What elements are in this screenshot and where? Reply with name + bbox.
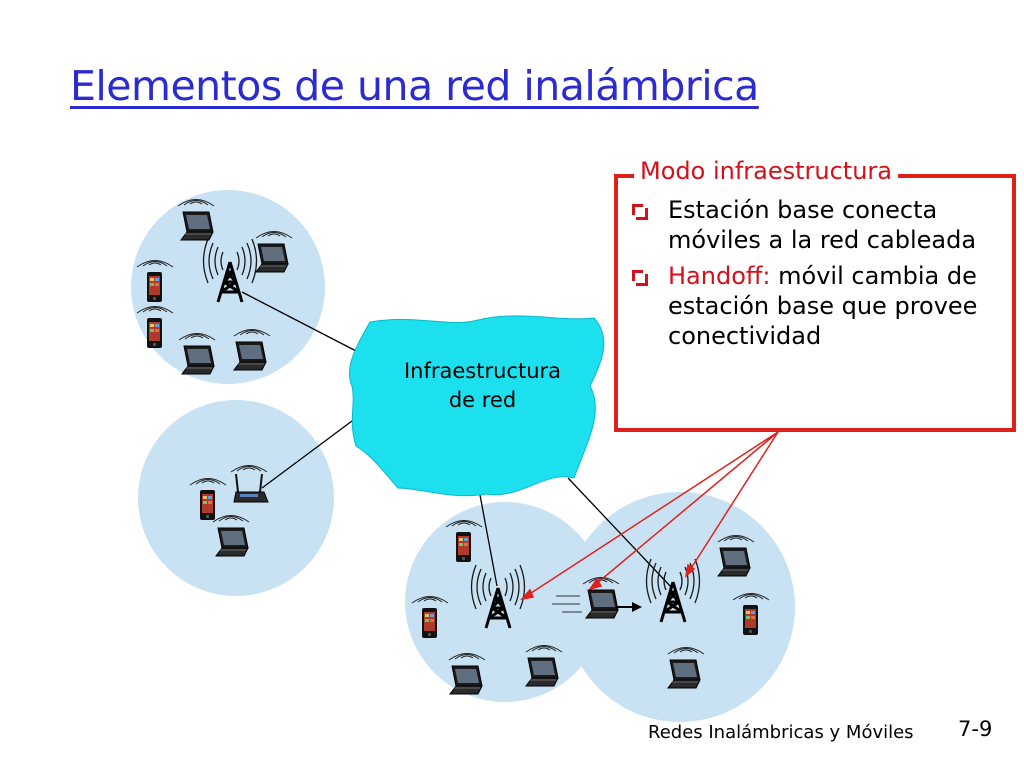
bullet-text: Handoff: móvil cambia de estación base q… <box>668 262 978 350</box>
cloud-label-line: de red <box>448 388 517 412</box>
slide-title: Elementos de una red inalámbrica <box>70 62 759 110</box>
page-number: 7-9 <box>958 717 993 741</box>
motion-lines <box>552 595 582 613</box>
cloud-label: Infraestructura de red <box>370 357 595 415</box>
handoff-callout-arrows <box>519 431 779 601</box>
bullet-item: Estación base conecta móviles a la red c… <box>632 195 1002 255</box>
cloud-label-line: Infraestructura <box>403 359 562 383</box>
bullet-item: Handoff: móvil cambia de estación base q… <box>632 261 1002 351</box>
coverage-area <box>405 502 605 702</box>
wifi-router-icon <box>230 465 269 503</box>
bullet-marker-icon <box>632 204 648 220</box>
footer-course: Redes Inalámbricas y Móviles <box>648 722 914 743</box>
callout-header: Modo infraestructura <box>634 157 898 185</box>
wired-links <box>241 291 673 589</box>
movement-arrow <box>616 602 642 612</box>
bullet-list: Estación base conecta móviles a la red c… <box>632 195 1002 357</box>
bullet-text: Estación base conecta móviles a la red c… <box>668 196 977 254</box>
handoff-term: Handoff: <box>668 262 771 290</box>
cell-bottom-center <box>405 502 605 702</box>
bullet-marker-icon <box>632 270 648 286</box>
network-cloud <box>348 315 605 497</box>
